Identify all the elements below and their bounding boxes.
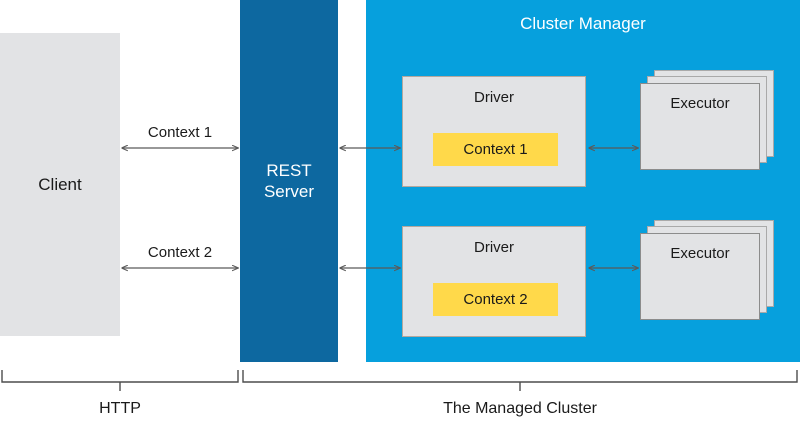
context-box-1: Context 1 <box>433 133 558 166</box>
executor-stack-layer-front: Executor <box>640 233 760 320</box>
footer-label-managed-cluster: The Managed Cluster <box>443 400 597 417</box>
executor-stack-layer-front: Executor <box>640 83 760 170</box>
driver-label-2: Driver <box>474 239 514 256</box>
driver-box-2: Driver Context 2 <box>402 226 586 337</box>
executor-stack-1: Executor <box>640 70 774 170</box>
footer-label-http: HTTP <box>99 400 141 417</box>
driver-box-1: Driver Context 1 <box>402 76 586 187</box>
client-label: Client <box>38 174 82 194</box>
scope-brackets <box>1 370 798 391</box>
rest-server-label-line1: REST <box>266 160 312 180</box>
connection-label-context-2: Context 2 <box>147 244 213 261</box>
rest-server-box: REST Server <box>240 0 338 362</box>
context-box-2: Context 2 <box>433 283 558 316</box>
cluster-manager-title: Cluster Manager <box>520 14 646 33</box>
executor-stack-2: Executor <box>640 220 774 320</box>
executor-label-2: Executor <box>670 245 730 262</box>
driver-label-1: Driver <box>474 89 514 106</box>
rest-server-label-line2: Server <box>263 182 315 201</box>
bracket-managed-cluster <box>242 370 798 383</box>
rest-server-label: REST Server <box>240 160 338 203</box>
client-box: Client <box>0 33 120 336</box>
executor-label-1: Executor <box>670 95 730 112</box>
bracket-http <box>1 370 239 383</box>
connection-label-context-1: Context 1 <box>147 124 213 141</box>
